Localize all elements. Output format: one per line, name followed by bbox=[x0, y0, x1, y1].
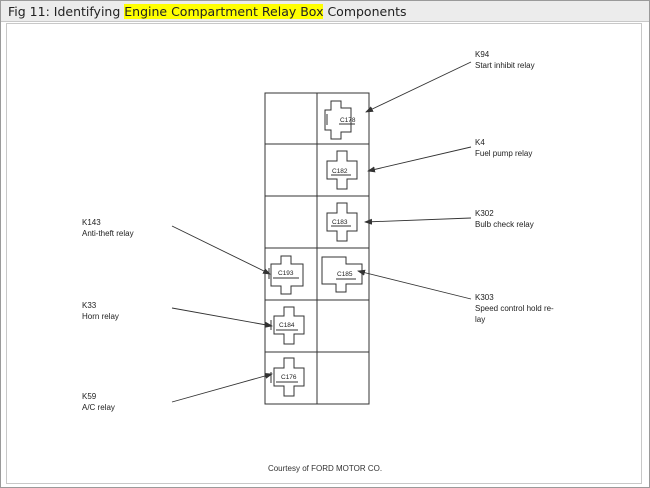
leader-line-k302 bbox=[364, 217, 472, 225]
connector-c178: C178 bbox=[324, 100, 356, 140]
connector-c184: C184 bbox=[270, 306, 305, 345]
title-prefix: Fig 11: Identifying bbox=[8, 4, 125, 19]
connector-label: C193 bbox=[278, 270, 294, 277]
relay-code: K302 bbox=[475, 209, 494, 218]
relay-name-continued: lay bbox=[475, 315, 485, 324]
relay-code: K4 bbox=[475, 138, 485, 147]
relay-name: Speed control hold re- bbox=[475, 304, 554, 313]
leader-line-k59 bbox=[171, 372, 273, 403]
relay-name: Bulb check relay bbox=[475, 220, 534, 229]
title-suffix: Components bbox=[323, 4, 407, 19]
leader-line-k94 bbox=[365, 61, 472, 113]
connector-label: C178 bbox=[340, 117, 356, 124]
relay-name: Anti-theft relay bbox=[82, 229, 134, 238]
relay-name: Horn relay bbox=[82, 312, 119, 321]
relay-code: K303 bbox=[475, 293, 494, 302]
figure-title-bar: Fig 11: Identifying Engine Compartment R… bbox=[1, 1, 649, 22]
figure-title: Fig 11: Identifying Engine Compartment R… bbox=[8, 4, 407, 19]
relay-box-grid bbox=[264, 92, 370, 405]
title-highlight: Engine Compartment Relay Box bbox=[124, 4, 324, 19]
relay-labels: K94 Start inhibit relay K4 Fuel pump rel… bbox=[82, 50, 554, 412]
relay-code: K33 bbox=[82, 301, 97, 310]
connector-label: C184 bbox=[279, 322, 295, 329]
connector-c183: C183 bbox=[326, 202, 358, 242]
courtesy-credit: Courtesy of FORD MOTOR CO. bbox=[267, 464, 383, 473]
leader-line-k33 bbox=[171, 307, 273, 328]
connector-c182: C182 bbox=[326, 150, 358, 190]
relay-name: Fuel pump relay bbox=[475, 149, 532, 158]
connector-label: C182 bbox=[332, 168, 348, 175]
leader-line-k303 bbox=[357, 269, 472, 300]
relay-name: Start inhibit relay bbox=[475, 61, 535, 70]
connector-label: C185 bbox=[337, 271, 353, 278]
relay-code: K143 bbox=[82, 218, 101, 227]
connector-label: C183 bbox=[332, 219, 348, 226]
figure-content bbox=[6, 23, 642, 484]
leader-lines bbox=[171, 61, 472, 403]
connector-c176: C176 bbox=[270, 357, 305, 397]
leader-line-k4 bbox=[367, 146, 472, 173]
connector-c193: C193 bbox=[268, 255, 304, 295]
connector-c185: C185 bbox=[321, 256, 363, 293]
relay-name: A/C relay bbox=[82, 403, 115, 412]
relay-code: K94 bbox=[475, 50, 490, 59]
relay-code: K59 bbox=[82, 392, 97, 401]
connector-label: C176 bbox=[281, 374, 297, 381]
leader-line-k143 bbox=[171, 225, 271, 275]
